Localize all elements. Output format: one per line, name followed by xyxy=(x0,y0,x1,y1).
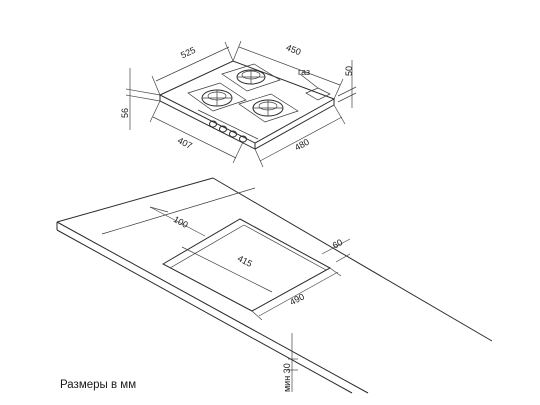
dim-height-back-line xyxy=(337,60,357,108)
dim-hob-front-width: 407 xyxy=(176,135,194,151)
dim-offset-back-line xyxy=(149,206,206,237)
hob-drawing: газ 525 450 50 56 xyxy=(120,40,357,168)
dim-hob-width: 525 xyxy=(179,45,197,60)
dim-hob-height-front: 56 xyxy=(120,108,130,118)
dim-hob-side-depth: 480 xyxy=(293,137,311,153)
dim-hob-depth: 450 xyxy=(285,42,303,57)
countertop-side-edge xyxy=(212,177,493,342)
dim-width-line xyxy=(151,41,234,96)
control-panel-line xyxy=(197,109,259,140)
dim-cutout-depth: 490 xyxy=(288,291,306,307)
dim-cutout-depth-line xyxy=(251,267,342,321)
dim-depth-line xyxy=(232,40,344,100)
burner-left xyxy=(187,82,247,112)
dim-front-width-line xyxy=(149,100,244,164)
countertop-outline xyxy=(56,221,369,394)
gas-connection xyxy=(299,73,331,101)
dim-cutout-width-line xyxy=(181,246,273,293)
dim-edge-line xyxy=(321,238,351,263)
gas-label: газ xyxy=(298,67,310,77)
countertop-drawing: 100 415 490 60 мин 30 xyxy=(56,177,493,394)
dim-side-depth-line xyxy=(254,104,346,168)
burner-right xyxy=(238,93,299,123)
dim-height-front-line xyxy=(125,68,161,130)
burner-back xyxy=(221,63,281,92)
dim-cutout-width: 415 xyxy=(236,253,254,269)
dim-min-thickness-line xyxy=(288,333,298,392)
dim-min-thickness: мин 30 xyxy=(282,363,292,392)
dim-cutout-offset-back: 100 xyxy=(172,214,190,230)
dim-hob-height-back: 50 xyxy=(344,66,354,76)
countertop-back-edge xyxy=(56,177,214,223)
dim-cutout-edge: 60 xyxy=(331,237,345,251)
units-caption: Размеры в мм xyxy=(60,379,137,391)
